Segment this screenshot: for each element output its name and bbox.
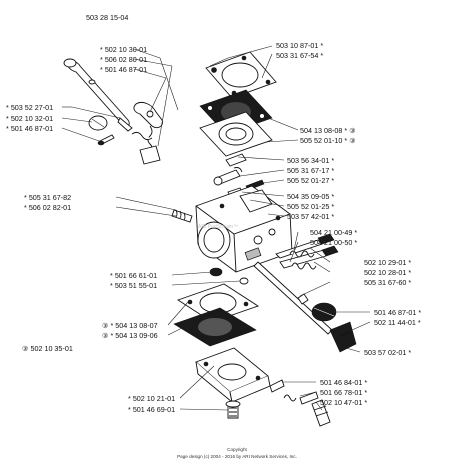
throttle-valve	[88, 115, 108, 131]
label-504130906: ③ * 504 13 09-06	[102, 331, 158, 340]
label-504130808: 504 13 08-08 * ③	[300, 126, 356, 135]
label-504130807: ③ * 504 13 08-07	[102, 321, 158, 330]
grommet	[209, 267, 249, 285]
leader-lines	[61, 45, 371, 411]
label-502103501: ③ 502 10 35-01	[22, 344, 73, 353]
label-501468701c: 501 46 87-01 *	[374, 308, 421, 317]
idle-screw	[171, 209, 193, 223]
label-502102801: 502 10 28-01 *	[364, 268, 411, 277]
adjust-needles	[275, 233, 339, 270]
pump-gasket	[199, 111, 273, 157]
label-506028201: * 506 02 82-01	[24, 203, 71, 212]
watermark: ARI PartStream™	[198, 224, 238, 230]
copyright-notice: Page design (c) 2004 - 2016 by ARI Netwo…	[177, 454, 297, 459]
lower-screws	[269, 379, 331, 427]
metering-gasket	[176, 283, 260, 323]
diagram-title: 503 28 15-04	[86, 13, 128, 22]
throttle-lever	[131, 101, 163, 165]
label-503574201: 503 57 42-01 *	[287, 212, 334, 221]
label-505316717: 505 31 67-17 *	[287, 166, 334, 175]
label-505520110: 505 52 01-10 * ③	[300, 136, 356, 145]
parts-drawing	[63, 51, 357, 427]
label-505520125: 505 52 01-25 *	[287, 202, 334, 211]
label-502102101: * 502 10 21-01	[128, 394, 175, 403]
choke-valve	[311, 302, 337, 322]
label-502104701: 502 10 47-01 *	[320, 398, 367, 407]
label-505520127: 505 52 01-27 *	[287, 176, 334, 185]
copyright-label: Copyright	[227, 447, 247, 452]
choke-lever	[329, 321, 357, 353]
label-504350905: 504 35 09-05 *	[287, 192, 334, 201]
label-503316754: 503 31 67-54 *	[276, 51, 323, 60]
label-503515501: * 503 51 55-01	[110, 281, 157, 290]
label-506028001: * 506 02 80-01	[100, 55, 147, 64]
carburetor-body	[195, 185, 293, 273]
label-503522701: * 503 52 27-01	[6, 103, 53, 112]
label-501468701a: * 501 46 87-01	[100, 65, 147, 74]
pump-cover	[205, 51, 277, 99]
label-504210049: 504 21 00-49 *	[310, 228, 357, 237]
label-501466901: * 501 46 69-01	[128, 405, 175, 414]
label-501666101: * 501 66 61-01	[110, 271, 157, 280]
label-503570201: 503 57 02-01 *	[364, 348, 411, 357]
part-labels: 503 10 87-01 * 503 31 67-54 * * 502 10 3…	[6, 41, 421, 414]
valve-screw	[97, 134, 115, 146]
throttle-shaft	[63, 58, 133, 132]
label-502103201: * 502 10 32-01	[6, 114, 53, 123]
fuel-fitting	[213, 167, 243, 186]
cover-screw	[225, 400, 241, 419]
label-503563401: 503 56 34-01 *	[287, 156, 334, 165]
choke-shaft	[253, 261, 333, 335]
label-504210050: 504 21 00-50 *	[310, 238, 357, 247]
label-501468701b: * 501 46 87-01	[6, 124, 53, 133]
metering-diaphragm	[173, 307, 257, 347]
label-502103001: * 502 10 30-01	[100, 45, 147, 54]
label-505316782: * 505 31 67-82	[24, 193, 71, 202]
label-502102901: 502 10 29-01 *	[364, 258, 411, 267]
label-505316760: 505 31 67-60 *	[364, 278, 411, 287]
label-503108701: 503 10 87-01 *	[276, 41, 323, 50]
label-502114401: 502 11 44-01 *	[374, 318, 421, 327]
label-501667801: 501 66 78-01 *	[320, 388, 367, 397]
label-501468401: 501 46 84-01 *	[320, 378, 367, 387]
metering-cover	[195, 347, 271, 404]
